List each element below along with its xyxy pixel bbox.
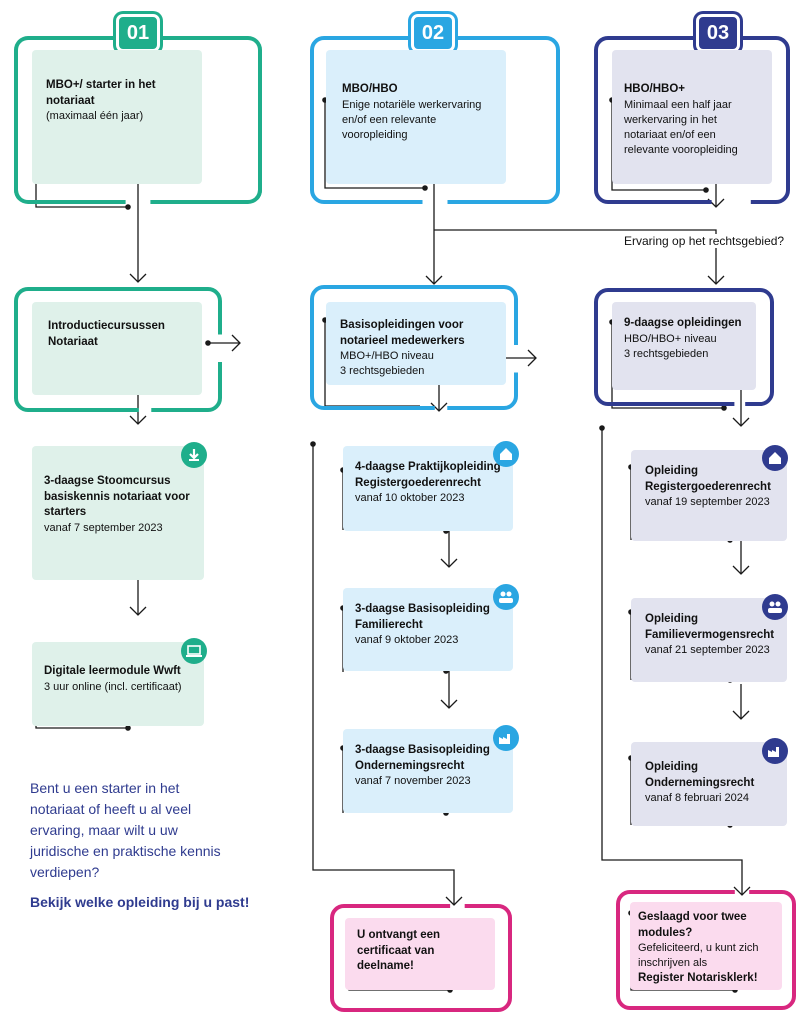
basisopleidingen-title: Basisopleidingen voor notarieel medewerk… bbox=[340, 319, 465, 347]
9-daagse-card: 9-daagse opleidingen HBO/HBO+ niveau 3 r… bbox=[612, 302, 756, 390]
ondernemingsrecht-opleiding-sub: vanaf 8 februari 2024 bbox=[645, 792, 749, 804]
certificate-card: U ontvangt een certificaat van deelname! bbox=[345, 918, 495, 990]
ondernemingsrecht-opleiding-title: Opleiding Ondernemingsrecht bbox=[645, 761, 755, 789]
introductiecursussen-card: Introductiecursussen Notariaat bbox=[32, 302, 202, 395]
wwft-sub: 3 uur online (incl. certificaat) bbox=[44, 680, 182, 693]
familierecht-title: 3-daagse Basisopleiding Familierecht bbox=[355, 603, 490, 631]
register-sub: Gefeliciteerd, u kunt zich inschrijven a… bbox=[638, 942, 759, 969]
registergoederenrecht-opleiding-title: Opleiding Registergoederenrecht bbox=[645, 465, 771, 493]
column-3-header-card: HBO/HBO+ Minimaal een half jaar werkerva… bbox=[612, 50, 772, 184]
stoomcursus-card: 3-daagse Stoomcursus basiskennis notaria… bbox=[32, 446, 204, 580]
praktijk-sub: vanaf 10 oktober 2023 bbox=[355, 492, 465, 504]
basisopleidingen-card: Basisopleidingen voor notarieel medewerk… bbox=[326, 302, 506, 385]
column-2-title: MBO/HBO bbox=[342, 83, 398, 95]
column-2-sub: Enige notariële werkervaring en/of een r… bbox=[342, 98, 482, 141]
column-1-sub: (maximaal één jaar) bbox=[46, 110, 144, 122]
familievermogensrecht-card: Opleiding Familievermogensrecht vanaf 21… bbox=[631, 598, 787, 682]
stoomcursus-sub: vanaf 7 september 2023 bbox=[44, 521, 163, 534]
stoomcursus-title: 3-daagse Stoomcursus basiskennis notaria… bbox=[44, 475, 190, 518]
column-1-title: MBO+/ starter in het notariaat bbox=[46, 79, 156, 107]
familierecht-card: 3-daagse Basisopleiding Familierecht van… bbox=[343, 588, 513, 671]
ondernemingsrecht-opleiding-card: Opleiding Ondernemingsrecht vanaf 8 febr… bbox=[631, 742, 787, 826]
certificate-bracket bbox=[330, 904, 512, 1012]
basisopleidingen-sub: MBO+/HBO niveau 3 rechtsgebieden bbox=[340, 350, 434, 377]
column-3-sub: Minimaal een half jaar werkervaring in h… bbox=[624, 98, 738, 156]
column-3-bracket bbox=[594, 36, 790, 204]
certificate-text: U ontvangt een certificaat van deelname! bbox=[357, 929, 441, 972]
registergoederenrecht-opleiding-card: Opleiding Registergoederenrecht vanaf 19… bbox=[631, 450, 787, 541]
factory-icon bbox=[493, 725, 519, 751]
register-card: Geslaagd voor twee modules? Gefeliciteer… bbox=[630, 902, 782, 990]
column-2-header-card: MBO/HBO Enige notariële werkervaring en/… bbox=[326, 50, 506, 184]
registergoederenrecht-opleiding-sub: vanaf 19 september 2023 bbox=[645, 496, 770, 508]
column-3-number: 03 bbox=[696, 14, 740, 52]
introductiecursussen-title: Introductiecursussen Notariaat bbox=[48, 320, 165, 348]
familierecht-sub: vanaf 9 oktober 2023 bbox=[355, 634, 459, 646]
9-daagse-title: 9-daagse opleidingen bbox=[624, 317, 742, 329]
ondernemingsrecht-basis-card: 3-daagse Basisopleiding Ondernemingsrech… bbox=[343, 729, 513, 813]
intro-text: Bent u een starter in het notariaat of h… bbox=[30, 780, 221, 880]
family-icon bbox=[762, 594, 788, 620]
ondernemingsrecht-basis-sub: vanaf 7 november 2023 bbox=[355, 775, 471, 787]
register-bracket bbox=[616, 890, 796, 1010]
ondernemingsrecht-basis-title: 3-daagse Basisopleiding Ondernemingsrech… bbox=[355, 744, 490, 772]
experience-question: Ervaring op het rechtsgebied? bbox=[622, 234, 787, 248]
download-arrow-icon bbox=[181, 442, 207, 468]
register-bold: Register Notarisklerk! bbox=[638, 972, 758, 984]
praktijk-title: 4-daagse Praktijkopleiding Registergoede… bbox=[355, 461, 501, 489]
column-1-number: 01 bbox=[116, 14, 160, 52]
column-3-title: HBO/HBO+ bbox=[624, 83, 686, 95]
column-1-header-card: MBO+/ starter in het notariaat (maximaal… bbox=[32, 50, 202, 184]
familievermogensrecht-sub: vanaf 21 september 2023 bbox=[645, 644, 770, 656]
wwft-card: Digitale leermodule Wwft 3 uur online (i… bbox=[32, 642, 204, 726]
9-daagse-sub: HBO/HBO+ niveau 3 rechtsgebieden bbox=[624, 332, 717, 360]
laptop-icon bbox=[181, 638, 207, 664]
house-icon bbox=[762, 445, 788, 471]
factory-icon bbox=[762, 738, 788, 764]
level2-col3-bracket bbox=[594, 288, 774, 406]
house-icon bbox=[493, 441, 519, 467]
wwft-title: Digitale leermodule Wwft bbox=[44, 665, 181, 677]
column-2-number: 02 bbox=[411, 14, 455, 52]
familievermogensrecht-title: Opleiding Familievermogensrecht bbox=[645, 613, 775, 641]
register-title: Geslaagd voor twee modules? bbox=[638, 911, 747, 939]
cta-text: Bekijk welke opleiding bij u past! bbox=[30, 894, 250, 910]
registergoederenrecht-praktijk-card: 4-daagse Praktijkopleiding Registergoede… bbox=[343, 446, 513, 531]
family-icon bbox=[493, 584, 519, 610]
